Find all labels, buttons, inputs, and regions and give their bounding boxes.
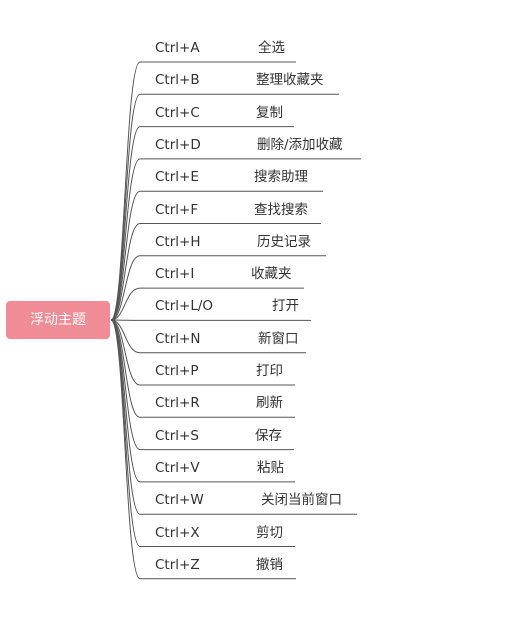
shortcut-action: 整理收藏夹 (256, 72, 324, 89)
shortcut-key: Ctrl+E (155, 169, 199, 186)
shortcut-action: 历史记录 (257, 233, 311, 250)
shortcut-key: Ctrl+W (155, 492, 204, 509)
branch-connector (110, 223, 141, 321)
central-topic[interactable]: 浮动主题 (6, 301, 110, 339)
shortcut-action: 复制 (256, 104, 283, 121)
shortcut-node[interactable]: Ctrl+I 收藏夹 (155, 263, 304, 285)
shortcut-key: Ctrl+N (155, 330, 201, 347)
shortcut-key: Ctrl+Z (155, 556, 200, 573)
shortcut-node[interactable]: Ctrl+B 整理收藏夹 (155, 69, 339, 91)
shortcut-key: Ctrl+H (155, 233, 201, 250)
shortcut-key: Ctrl+A (155, 40, 200, 56)
shortcut-key: Ctrl+S (155, 427, 199, 444)
shortcut-action: 关闭当前窗口 (261, 492, 342, 509)
shortcut-action: 剪切 (256, 524, 283, 541)
branch-connector (110, 319, 141, 580)
shortcut-key: Ctrl+B (155, 72, 200, 89)
shortcut-node[interactable]: Ctrl+R 刷新 (155, 392, 295, 414)
shortcut-node[interactable]: Ctrl+Z 撤销 (155, 554, 296, 576)
shortcut-action: 刷新 (256, 395, 283, 412)
branch-connector (110, 126, 141, 321)
shortcut-key: Ctrl+P (155, 363, 199, 379)
branch-connector (110, 190, 141, 321)
shortcut-node[interactable]: Ctrl+D 删除/添加收藏 (155, 134, 361, 156)
shortcut-node[interactable]: Ctrl+H 历史记录 (155, 231, 326, 253)
shortcut-node[interactable]: Ctrl+N 新窗口 (155, 328, 306, 350)
shortcut-action: 搜索助理 (254, 169, 308, 186)
shortcut-action: 撤销 (256, 556, 283, 573)
shortcut-key: Ctrl+F (155, 201, 199, 218)
shortcut-node[interactable]: Ctrl+F 查找搜索 (155, 199, 321, 221)
shortcut-node[interactable]: Ctrl+A 全选 (155, 37, 296, 59)
shortcut-key: Ctrl+D (155, 136, 201, 153)
shortcut-node[interactable]: Ctrl+C 复制 (155, 102, 294, 124)
shortcut-node[interactable]: Ctrl+V 粘贴 (155, 457, 295, 479)
branch-connector (110, 255, 141, 321)
shortcut-action: 查找搜索 (254, 201, 308, 218)
shortcut-action: 收藏夹 (251, 266, 292, 283)
shortcut-key: Ctrl+R (155, 395, 200, 412)
shortcut-action: 删除/添加收藏 (257, 136, 343, 153)
shortcut-node[interactable]: Ctrl+W 关闭当前窗口 (155, 489, 357, 511)
branch-connector (110, 319, 141, 515)
shortcut-key: Ctrl+L/O (155, 298, 214, 315)
shortcut-action: 新窗口 (258, 330, 299, 347)
shortcut-key: Ctrl+I (155, 266, 195, 283)
shortcut-key: Ctrl+X (155, 524, 200, 541)
shortcut-action: 全选 (258, 40, 285, 56)
shortcut-node[interactable]: Ctrl+E 搜索助理 (155, 166, 323, 188)
branch-connector (110, 319, 141, 451)
shortcut-key: Ctrl+V (155, 459, 200, 476)
shortcut-action: 粘贴 (257, 459, 284, 476)
shortcut-node[interactable]: Ctrl+S 保存 (155, 425, 294, 447)
branch-connector (110, 287, 141, 321)
shortcut-action: 打开 (272, 298, 299, 315)
branch-connector (110, 158, 141, 321)
shortcut-action: 打印 (256, 363, 283, 379)
shortcut-action: 保存 (255, 427, 282, 444)
shortcut-node[interactable]: Ctrl+X 剪切 (155, 522, 295, 544)
shortcut-node[interactable]: Ctrl+L/O 打开 (155, 295, 311, 317)
shortcut-key: Ctrl+C (155, 104, 200, 121)
shortcut-node[interactable]: Ctrl+P 打印 (155, 360, 295, 382)
branch-connector (110, 319, 141, 386)
